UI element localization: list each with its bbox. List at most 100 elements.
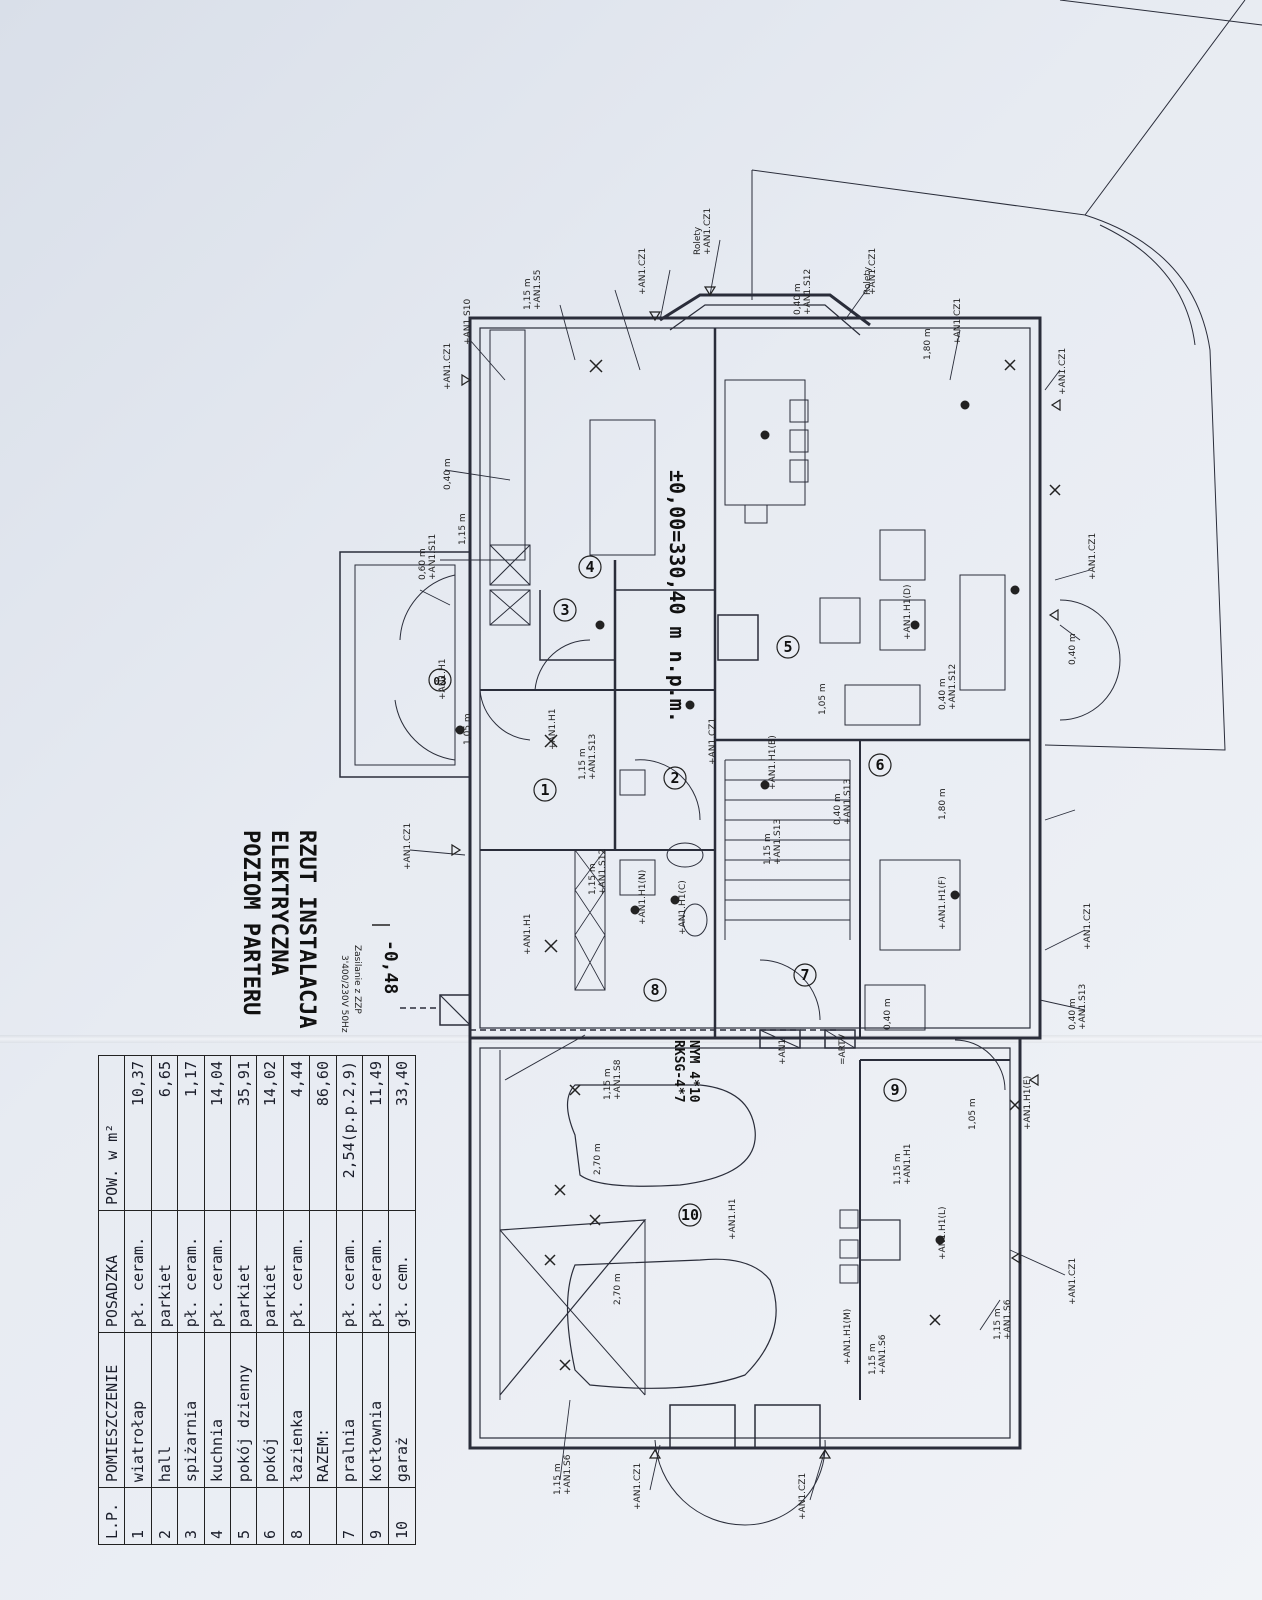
cell-room: hall <box>151 1332 178 1488</box>
cell-area: 1,17 <box>177 1055 205 1211</box>
label-040-1: 0,40 m <box>793 283 803 315</box>
label-s10: +AN1.S10 <box>463 299 473 345</box>
label-h1d: +AN1.H1(D) <box>903 585 913 640</box>
room-marker-6: 6 <box>875 756 884 774</box>
cell-lp: 8 <box>283 1487 310 1545</box>
cell-floor: parkiet <box>256 1210 284 1333</box>
cell-room: pralnia <box>336 1332 363 1488</box>
label-040-2: 0,40 m <box>1068 633 1078 665</box>
cell-room: garaż <box>388 1332 416 1488</box>
label-s13-4: +AN1.S13 <box>1078 984 1088 1030</box>
label-an1: +AN1 <box>778 1039 788 1065</box>
label-h1m: +AN1.H1(M) <box>843 1309 853 1365</box>
cell-lp: 1 <box>124 1487 152 1545</box>
cell-lp: 6 <box>256 1487 284 1545</box>
label-cz1-6: +AN1.CZ1 <box>1088 533 1098 580</box>
label-115-9: 1,15 m <box>993 1308 1003 1340</box>
label-cz1-8: +AN1.CZ1 <box>1068 1258 1078 1305</box>
level-mark: -0,48 <box>380 940 401 994</box>
label-s11: +AN1.S11 <box>428 534 438 580</box>
label-115-7: 1,15 m <box>893 1153 903 1185</box>
label-s13-2: +AN1.S13 <box>843 779 853 825</box>
cell-room: spiżarnia <box>177 1332 205 1488</box>
label-rolety-2: Rolety <box>863 266 873 295</box>
label-h1-4: +AN1.H1 <box>728 1198 738 1240</box>
label-060: 0,60 m <box>418 548 428 580</box>
supply-label-2: 3'400/230V 50Hz <box>339 955 349 1033</box>
label-040-6: 0,40 m <box>1068 998 1078 1030</box>
room-marker-9: 9 <box>890 1081 899 1099</box>
cell-floor: pł. ceram. <box>362 1210 389 1333</box>
cell-floor: pł. ceram. <box>283 1210 310 1333</box>
room-marker-5: 5 <box>783 638 792 656</box>
cell-floor: parkiet <box>230 1210 257 1333</box>
label-105-2: 1,05 m <box>463 713 473 745</box>
label-h1-1: +AN1.H1 <box>548 708 558 750</box>
cell-area: 2,54(p.p.2,9) <box>336 1055 363 1211</box>
label-h1-3: +AN1.H1 <box>523 913 533 955</box>
label-s12-3: +AN1.S12 <box>598 849 608 895</box>
cell-area: 14,02 <box>256 1055 284 1211</box>
title-line-3: POZIOM PARTERU <box>238 830 263 1015</box>
label-h1b: +AN1.H1(B) <box>768 735 778 790</box>
label-s6-2: +AN1.S6 <box>1003 1299 1013 1340</box>
label-h1l: +AN1.H1(L) <box>938 1206 948 1260</box>
cell-room: pokój dzienny <box>230 1332 257 1488</box>
cell-area: 86,60 <box>309 1055 337 1211</box>
label-270-2: 2,70 m <box>613 1273 623 1305</box>
cell-floor: pł. ceram. <box>336 1210 363 1333</box>
cell-lp: 7 <box>336 1487 363 1545</box>
room-marker-4: 4 <box>585 558 594 576</box>
label-115-2: 1,15 m <box>458 513 468 545</box>
cell-area: 11,49 <box>362 1055 389 1211</box>
label-s12-1: +AN1.S12 <box>803 269 813 315</box>
label-115-10: 1,15 m <box>553 1463 563 1495</box>
room-marker-3: 3 <box>560 601 569 619</box>
cell-lp: 5 <box>230 1487 257 1545</box>
label-040-3: 0,40 m <box>938 678 948 710</box>
label-s3: 0,40 m <box>443 458 453 490</box>
label-cz1-2: +AN1.CZ1 <box>638 248 648 295</box>
cell-area: 6,65 <box>151 1055 178 1211</box>
room-marker-10: 10 <box>681 1206 699 1224</box>
cell-floor <box>309 1210 337 1333</box>
label-h1f: +AN1.H1(F) <box>938 876 948 930</box>
label-180-1: 1,80 m <box>923 328 933 360</box>
label-h1-2: +AN1.H1 <box>438 658 448 700</box>
label-h1c: +AN1.H1(C) <box>678 880 688 935</box>
label-s6-1: +AN1.S6 <box>878 1334 888 1375</box>
label-115-3: 1,15 m <box>578 748 588 780</box>
label-s12-2: +AN1.S12 <box>948 664 958 710</box>
cable-label-2: RKSG-4*7 <box>671 1040 686 1103</box>
label-s13-3: +AN1.S13 <box>773 819 783 865</box>
cell-room: RAZEM: <box>309 1332 337 1488</box>
room-marker-1: 1 <box>540 781 549 799</box>
label-040-5: 0,40 m <box>883 998 893 1030</box>
cell-lp <box>309 1487 337 1545</box>
label-cz1-11: +AN1.CZ1 <box>403 823 413 870</box>
label-rolety-1: Rolety <box>693 226 703 255</box>
header-room: POMIESZCZENIE <box>98 1332 125 1488</box>
cell-floor: parkiet <box>151 1210 178 1333</box>
label-180-2: 1,80 m <box>938 788 948 820</box>
cell-floor: pł. ceram. <box>204 1210 231 1333</box>
label-cz1-7: +AN1.CZ1 <box>1083 903 1093 950</box>
cell-floor: pł. ceram. <box>177 1210 205 1333</box>
label-cz1-1: +AN1.CZ1 <box>703 208 713 255</box>
label-artv: =ARTV <box>838 1033 848 1065</box>
cell-area: 14,04 <box>204 1055 231 1211</box>
label-cz1-10: +AN1.CZ1 <box>798 1473 808 1520</box>
cell-room: pokój <box>256 1332 284 1488</box>
cell-room: kotłownia <box>362 1332 389 1488</box>
elevation-note: ±0,00=330,40 m n.p.m. <box>665 470 689 723</box>
cell-lp: 3 <box>177 1487 205 1545</box>
